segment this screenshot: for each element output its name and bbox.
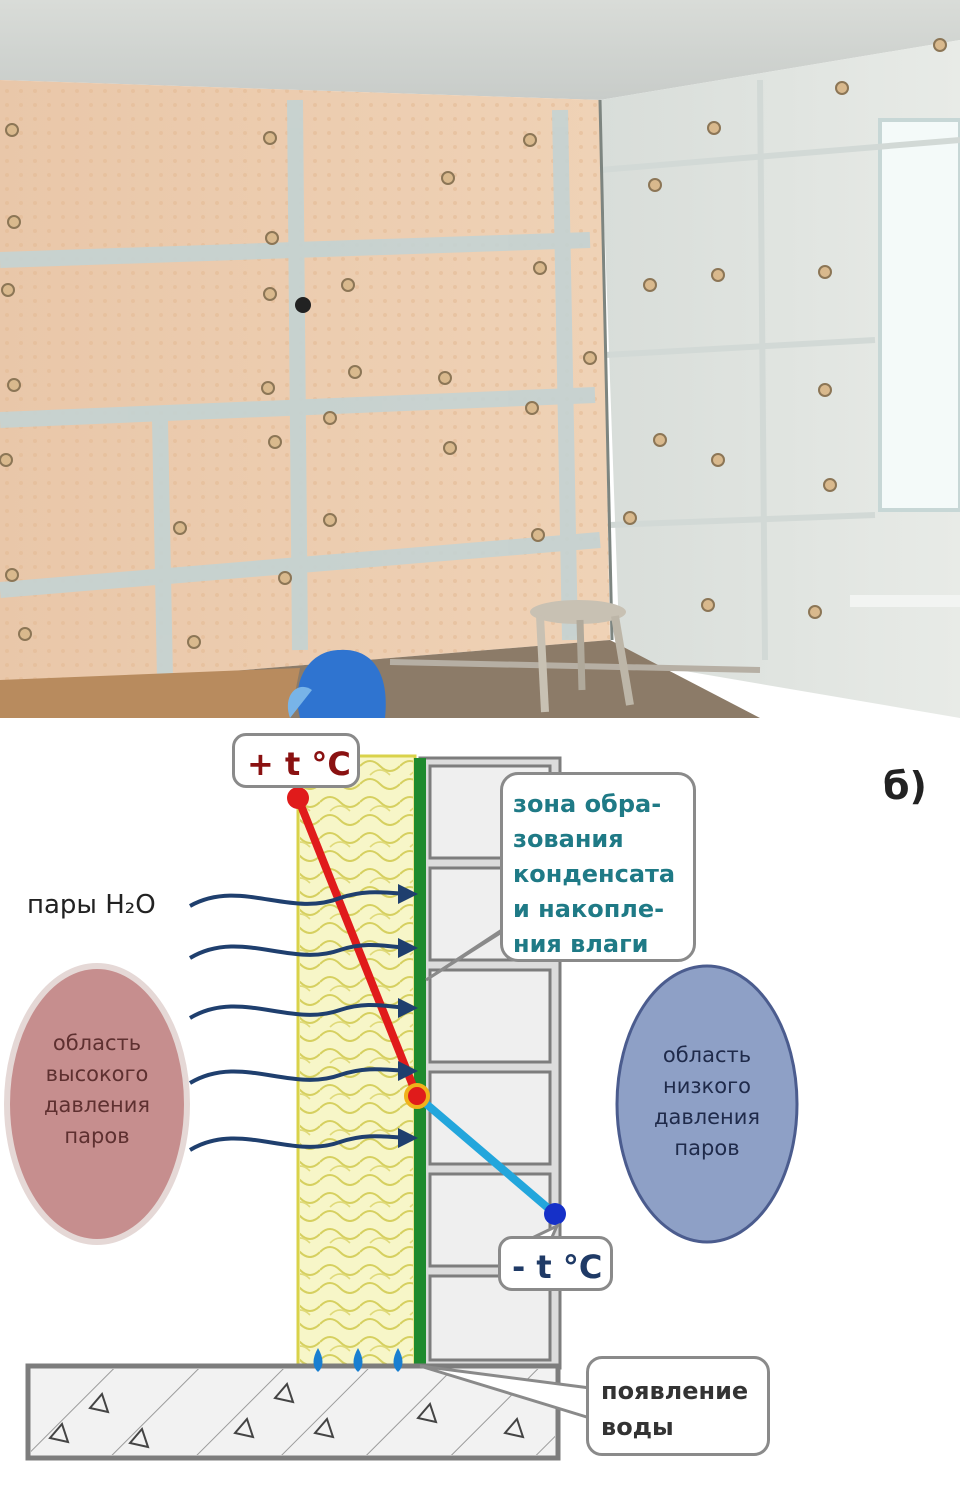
- vapour-label: пары H₂O: [27, 890, 156, 920]
- high-pressure-line: паров: [7, 1121, 187, 1152]
- condensation-zone-callout: зона обра- зования конденсата и накопле-…: [500, 772, 696, 962]
- low-pressure-text: область низкого давления паров: [617, 1040, 797, 1164]
- condensation-zone-line: и накопле-: [513, 892, 675, 927]
- dew-point: [406, 1085, 428, 1107]
- low-pressure-line: давления: [617, 1102, 797, 1133]
- high-pressure-line: область: [7, 1028, 187, 1059]
- room-photo: [0, 0, 960, 718]
- condensation-zone-line: зона обра-: [513, 787, 675, 822]
- wall-socket-hole: [295, 297, 311, 313]
- condensation-zone-text: зона обра- зования конденсата и накопле-…: [513, 787, 675, 962]
- water-appearance-line: появление: [601, 1373, 748, 1409]
- warm-temperature-label-box: + t °C: [232, 733, 360, 788]
- condensation-zone-line: зования: [513, 822, 675, 857]
- low-pressure-line: низкого: [617, 1071, 797, 1102]
- window: [880, 120, 960, 510]
- low-pressure-line: паров: [617, 1133, 797, 1164]
- low-pressure-line: область: [617, 1040, 797, 1071]
- water-appearance-line: воды: [601, 1409, 748, 1445]
- water-appearance-text: появление воды: [601, 1373, 748, 1445]
- figure-letter: б): [883, 764, 927, 808]
- cold-temperature-label: - t °C: [512, 1248, 602, 1286]
- high-pressure-line: высокого: [7, 1059, 187, 1090]
- warm-point: [287, 787, 309, 809]
- vapour-barrier: [414, 758, 426, 1368]
- condensation-zone-line: конденсата: [513, 857, 675, 892]
- high-pressure-line: давления: [7, 1090, 187, 1121]
- high-pressure-text: область высокого давления паров: [7, 1028, 187, 1152]
- condensation-zone-line: ния влаги: [513, 927, 675, 962]
- water-appearance-callout: появление воды: [586, 1356, 770, 1456]
- cold-temperature-label-box: - t °C: [498, 1236, 613, 1291]
- warm-temperature-label: + t °C: [247, 745, 351, 783]
- cold-point: [544, 1203, 566, 1225]
